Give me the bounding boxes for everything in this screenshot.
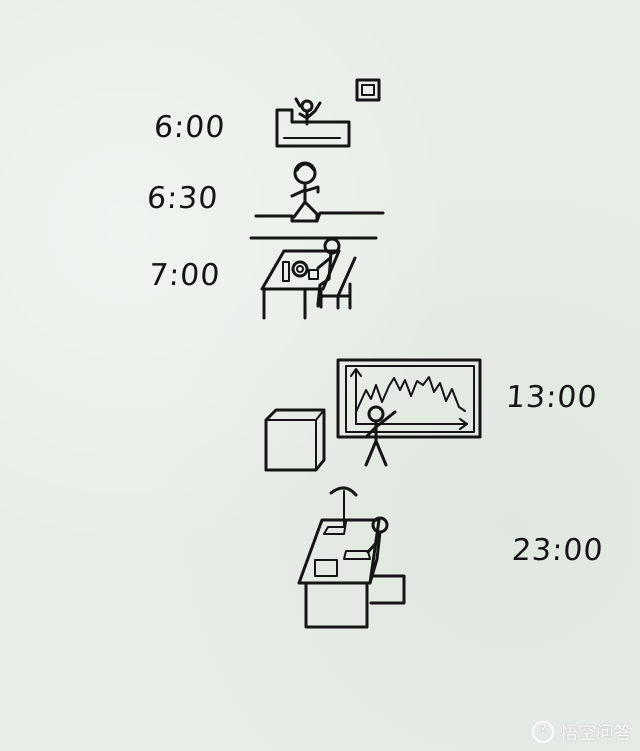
time-13-00: 13:00: [504, 380, 599, 415]
watermark-text: 悟空问答: [560, 723, 632, 744]
wall-picture-icon: [355, 78, 381, 102]
box-icon: [264, 408, 326, 472]
running-person-icon: [249, 161, 385, 240]
time-7-00: 7:00: [147, 258, 222, 293]
watermark-icon: [532, 721, 554, 743]
time-6-00: 6:00: [152, 110, 227, 145]
bed-wakeup-icon: [275, 97, 351, 148]
breakfast-table-icon: [260, 237, 357, 320]
stock-chart-board-icon: [336, 358, 482, 467]
watermark: 悟空问答: [532, 719, 632, 745]
desk-study-icon: [297, 486, 406, 629]
time-6-30: 6:30: [145, 181, 220, 216]
time-23-00: 23:00: [510, 533, 605, 568]
